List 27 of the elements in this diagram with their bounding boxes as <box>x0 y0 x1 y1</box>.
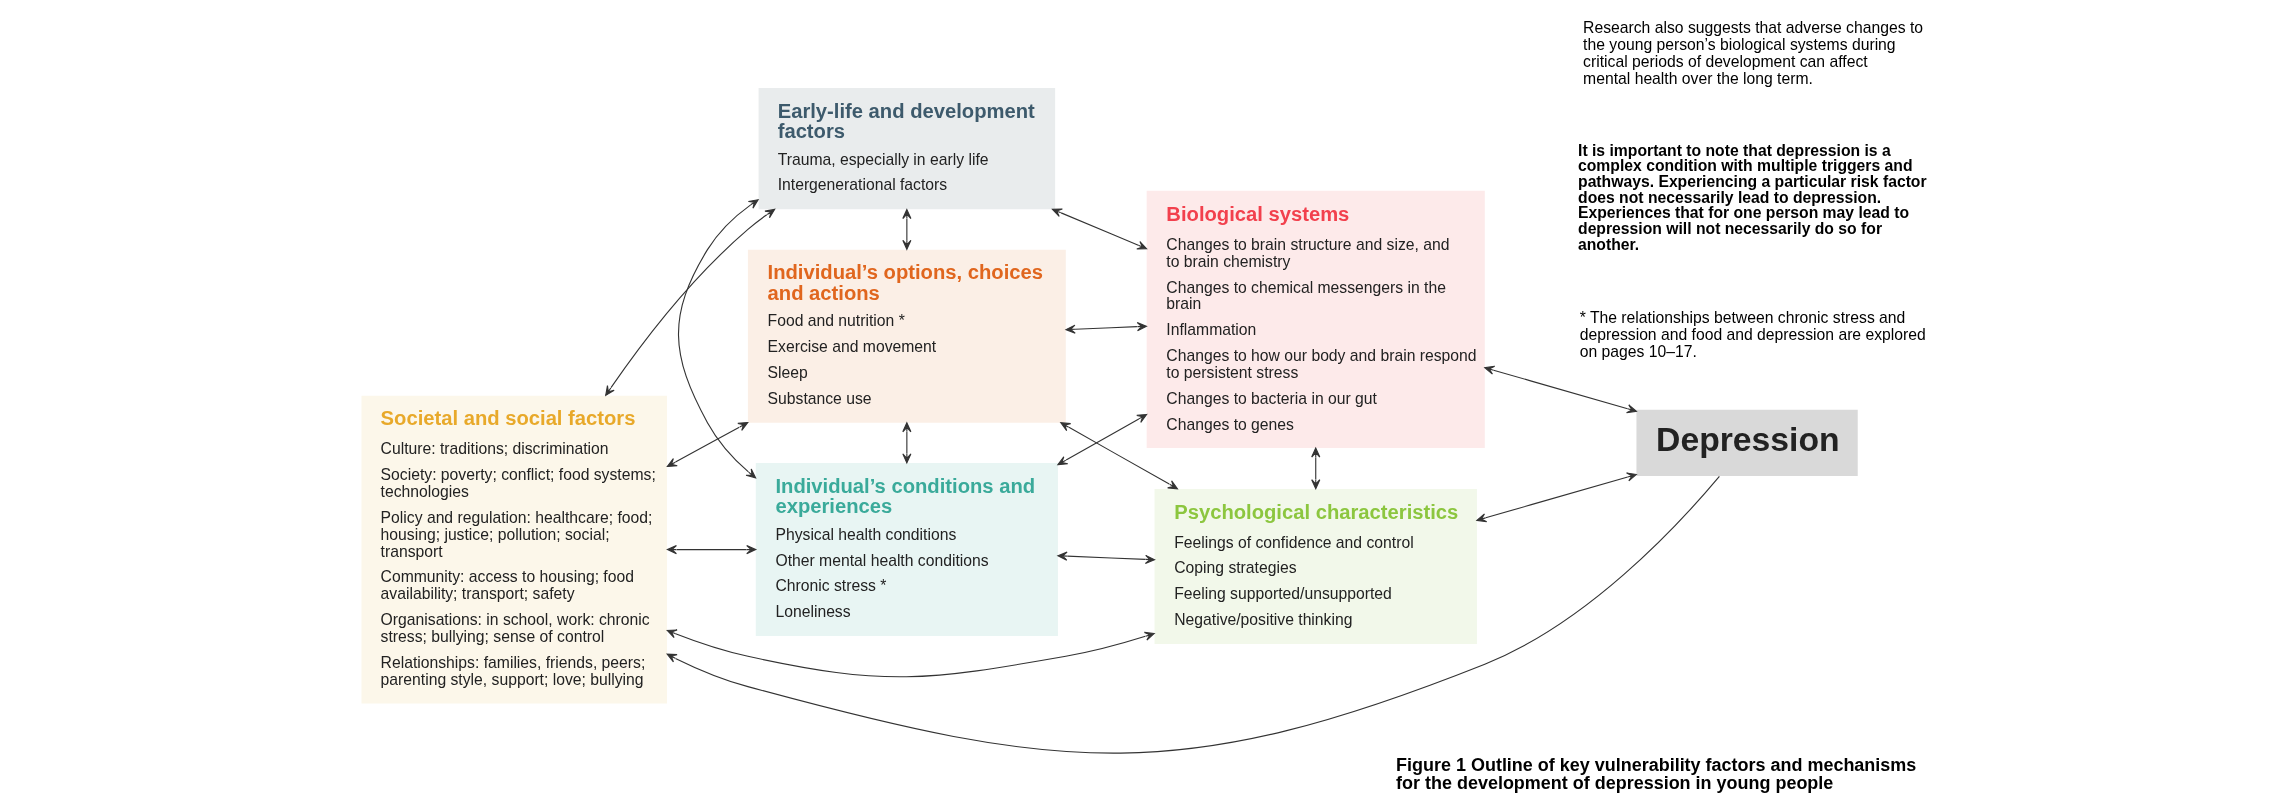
node-box: Depression <box>1635 409 1858 476</box>
node-box: Individual’s conditions and experiences Physical health conditions Other mental health conditions Chronic stress * Loneliness <box>755 463 1058 637</box>
node-box: Early-life and development factors Trauma, especially in early life Intergenerational factors <box>758 87 1055 210</box>
arrow <box>1051 208 1147 250</box>
arrow <box>666 545 756 555</box>
arrow <box>1483 365 1637 414</box>
arrow <box>604 208 775 396</box>
caption: Figure 1 Outline of key vulnerability factors and mechanisms for the development of depression in young people <box>1395 755 1916 794</box>
arrow <box>901 209 911 250</box>
arrow <box>1310 447 1320 490</box>
node-box: Individual’s options, choices and actions Food and nutrition * Exercise and movement Sleep Substance use <box>747 249 1066 423</box>
label: It is important to note that depression is a complex condition with multiple triggers and pathways. Experiencing a particular risk factor does not necessarily lead to depression. Experiences that for one person may lead to depression will not necessarily do so for another. <box>1577 141 1927 253</box>
node-box: Biological systems Changes to brain structure and size, and to brain chemistry Changes to chemical messengers in the brain Inflammation Changes to how our body and brain respond to persistent stress Changes to bacteria in our gut Changes to genes <box>1146 190 1485 448</box>
arrow <box>1065 322 1147 334</box>
arrow <box>1475 472 1637 523</box>
node-box: Societal and social factors Culture: traditions; discrimination Society: poverty; conflict; food systems; technologies Policy and regulation: healthcare; food; housing; justice; pollution; social; transport Community: access to housing; food availability; transport; safety Organisations: in school, work: chronic stress; bullying; sense of control Relationships: families, friends, peers; parenting style, support; love; bullying <box>361 395 667 704</box>
node-box: Psychological characteristics Feelings of confidence and control Coping strategies Feeling supported/unsupported Negative/positive thinking <box>1154 488 1477 644</box>
label: * The relationships between chronic stress and depression and food and depression are explored on pages 10–17. <box>1579 309 1926 361</box>
arrow <box>677 199 759 479</box>
arrow <box>1056 551 1155 565</box>
arrow <box>1059 422 1178 490</box>
arrow <box>901 422 911 464</box>
arrow <box>666 475 1720 754</box>
arrow <box>666 422 748 467</box>
arrow <box>666 629 1155 678</box>
label: Research also suggests that adverse changes to the young person’s biological systems during critical periods of development can affect mental health over the long term. <box>1582 19 1923 87</box>
arrow <box>1056 413 1147 466</box>
